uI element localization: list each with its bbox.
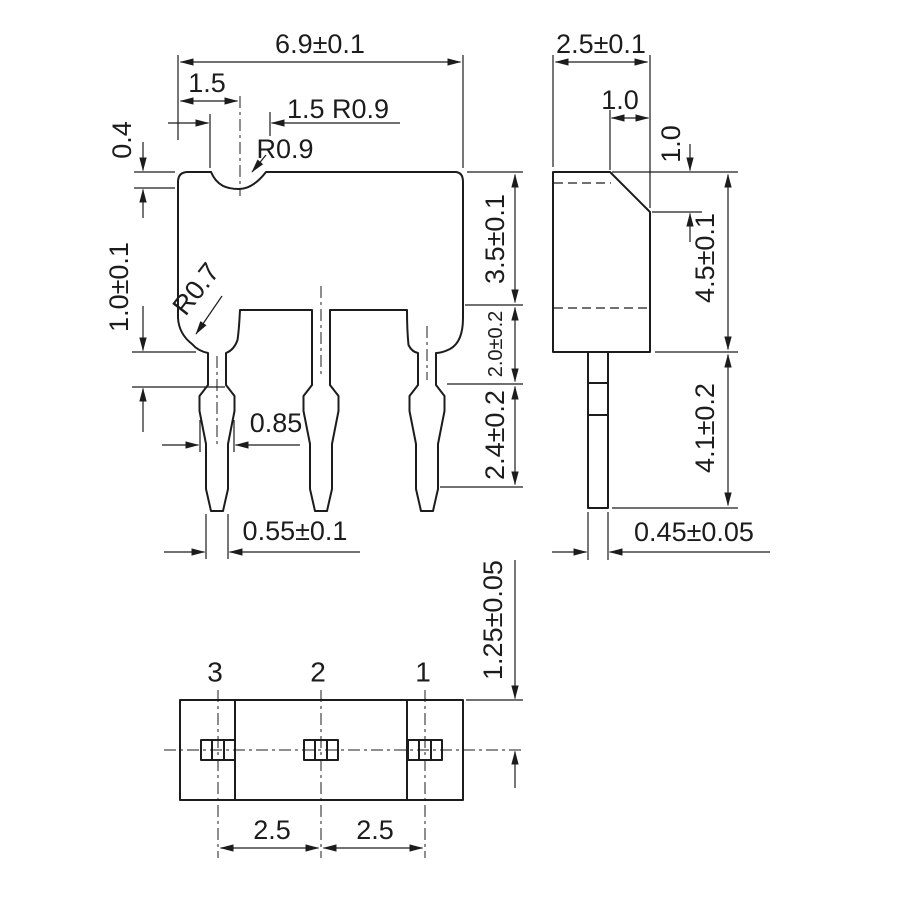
dim-lead-thickness: 0.45±0.05 xyxy=(552,512,770,560)
dim-kink-width: 0.85 xyxy=(162,408,302,452)
dim-notch-depth: 0.4 xyxy=(107,121,175,218)
dim-neck-length-label: 1.0±0.1 xyxy=(104,242,134,332)
side-lead-outline xyxy=(587,351,609,509)
dim-side-body-height-label: 4.5±0.1 xyxy=(690,213,720,303)
dim-lead-kink-label: 2.4±0.2 xyxy=(480,390,510,480)
dim-chamfer-width: 1.0 xyxy=(601,85,650,170)
side-right-dim-chain: 4.5±0.1 4.1±0.2 xyxy=(612,171,738,509)
dim-depth-label: 2.5±0.1 xyxy=(556,29,646,59)
dim-lead-length-label: 4.1±0.2 xyxy=(690,383,720,473)
radius-standoff-callout: R0.7 xyxy=(167,257,226,335)
bottom-view: 3 2 1 2.5 2.5 1.25±0.05 xyxy=(164,560,523,858)
dim-lead-width-label: 0.55±0.1 xyxy=(243,516,348,546)
radius-standoff-label: R0.7 xyxy=(167,257,226,320)
pin-label-3: 3 xyxy=(207,657,223,688)
dim-pitch-left-label: 2.5 xyxy=(253,815,291,845)
dim-pitch: 2.5 2.5 xyxy=(219,815,424,852)
dim-lead-thickness-label: 0.45±0.05 xyxy=(634,517,754,547)
radius-notch-label: R0.9 xyxy=(256,134,313,164)
dim-chamfer-width-label: 1.0 xyxy=(601,85,639,115)
dim-edge-to-center: 1.25±0.05 xyxy=(466,560,523,788)
dim-notch-offset: 1.5 xyxy=(179,68,239,105)
dim-depth: 2.5±0.1 xyxy=(552,29,651,208)
pin-label-1: 1 xyxy=(415,657,431,688)
dim-lead-upper-label: 2.0±0.2 xyxy=(485,311,507,378)
front-right-dim-chain: 3.5±0.1 2.0±0.2 2.4±0.2 xyxy=(440,171,523,488)
dim-edge-to-center-label: 1.25±0.05 xyxy=(478,560,508,680)
dim-notch-width: 1.5 R0.9 xyxy=(168,94,400,168)
dim-pitch-right-label: 2.5 xyxy=(356,815,394,845)
dim-overall-width-label: 6.9±0.1 xyxy=(275,29,365,59)
dim-lead-width: 0.55±0.1 xyxy=(164,514,360,559)
front-view: 6.9±0.1 1.5 1.5 R0.9 R0.9 0.4 xyxy=(104,29,523,559)
dim-neck-length: 1.0±0.1 xyxy=(104,242,225,432)
dim-chamfer-height-label: 1.0 xyxy=(656,125,686,163)
dim-notch-depth-label: 0.4 xyxy=(107,121,137,159)
dim-notch-offset-label: 1.5 xyxy=(188,68,226,98)
dim-notch-width-label: 1.5 R0.9 xyxy=(287,94,389,124)
dim-chamfer-height: 1.0 xyxy=(652,125,702,242)
dim-body-height-label: 3.5±0.1 xyxy=(480,194,510,284)
dim-overall-width: 6.9±0.1 xyxy=(177,29,464,168)
dim-kink-width-label: 0.85 xyxy=(250,408,303,438)
pin-label-2: 2 xyxy=(310,657,326,688)
side-view: 2.5±0.1 1.0 1.0 4.5±0.1 4.1±0.2 xyxy=(552,29,770,560)
radius-notch-callout: R0.9 xyxy=(251,134,314,173)
side-body-outline xyxy=(552,171,651,353)
front-body-outline xyxy=(177,171,464,512)
